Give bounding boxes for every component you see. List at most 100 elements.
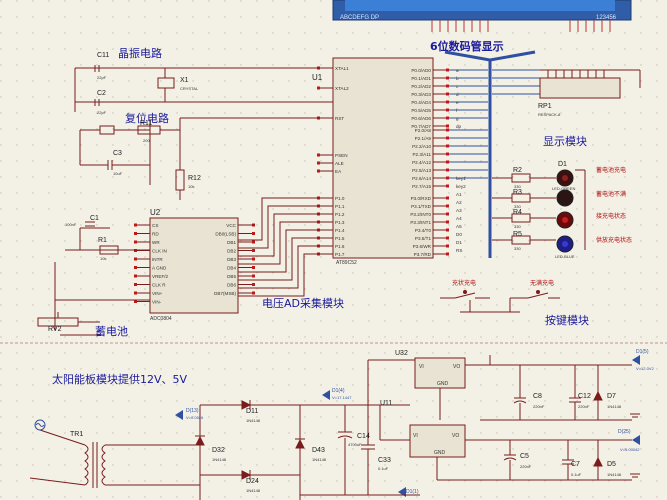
led-d4[interactable]	[556, 235, 574, 253]
pin-label: P2.2/A10	[412, 144, 431, 149]
u1-label: U1	[312, 73, 323, 82]
probe3-label: D(13)	[186, 408, 199, 414]
key1-button[interactable]	[463, 290, 467, 294]
key2-button[interactable]	[536, 290, 540, 294]
key2-caption: 无满充电	[530, 279, 554, 287]
pin-label: P3.0/RXD	[411, 196, 432, 201]
solar-block-label: 太阳能板模块提供12V、5V	[52, 372, 188, 386]
led3-caption: 接充电状态	[596, 212, 626, 220]
pin-label: P1.2	[335, 212, 345, 217]
key1-caption: 充状充电	[452, 279, 476, 287]
voltage-probe-1[interactable]	[175, 410, 183, 420]
u32-label: U32	[395, 350, 408, 357]
pin-label: DB7(MSB)	[214, 291, 236, 296]
pin-label: XTAL1	[335, 66, 349, 71]
pin-label: ALE	[335, 161, 344, 166]
d7-value: 1N4148	[607, 404, 622, 409]
pin-label: DB3	[227, 257, 236, 262]
x1-label: X1	[180, 77, 189, 84]
rp1-value: RESPACK-8	[538, 112, 561, 117]
c7-label: C7	[571, 461, 580, 468]
r4-value: 330	[514, 224, 521, 229]
pin-label: DB4	[227, 265, 236, 270]
keys-block-label: 按键模块	[545, 313, 589, 327]
voltage-probe-4[interactable]	[632, 435, 640, 445]
regulator-u32[interactable]: U32 VI VO GND	[395, 350, 466, 389]
x1-value: CRYSTAL	[180, 86, 199, 91]
net-label: A1	[456, 192, 462, 197]
pin-label: WR	[152, 240, 160, 245]
net-label: a	[456, 68, 459, 73]
crystal-circuit	[74, 65, 333, 112]
probe1-value: V=12.0V2	[636, 366, 654, 371]
pin-label: DB1	[227, 240, 236, 245]
pin-marker	[446, 160, 449, 164]
pin-label: RD	[152, 231, 159, 236]
pin-label: CLK R	[152, 282, 166, 287]
ground-markers	[630, 413, 640, 478]
pin-label: A GND	[152, 265, 167, 270]
r4-label: R4	[513, 209, 522, 216]
pin-marker	[446, 212, 449, 216]
probe3-value: V=0.0526	[186, 415, 204, 420]
net-label: A2	[456, 200, 462, 205]
rp1-label: RP1	[538, 103, 552, 110]
pin-label: P2.1/A9	[415, 136, 432, 141]
pin-label: DB5	[227, 274, 236, 279]
net-label: b	[456, 76, 459, 81]
pin-marker	[252, 274, 255, 278]
net-label: A3	[456, 208, 462, 213]
d7-label: D7	[607, 393, 616, 400]
pin-label: P1.7	[335, 252, 345, 257]
d43-value: 1N4148	[312, 457, 327, 462]
rp1-respack[interactable]: RP1 RESPACK-8	[538, 69, 641, 117]
d32-value: 1N4148	[212, 457, 227, 462]
pin-marker	[446, 196, 449, 200]
voltage-probe-3[interactable]	[632, 355, 640, 365]
pin-marker	[446, 176, 449, 180]
key-switches	[440, 292, 560, 313]
crystal-block-label: 晶振电路	[118, 46, 162, 60]
r12-label: R12	[188, 175, 201, 182]
pin-label: P0.1/AD1	[411, 76, 431, 81]
net-label: c	[456, 84, 459, 89]
r11-value: 200	[143, 138, 150, 143]
pin-label: P3.4/T0	[415, 228, 432, 233]
net-label: g	[456, 116, 459, 121]
led-d3[interactable]	[556, 211, 574, 229]
u1-microcontroller[interactable]: U1 AT89C52 XTAL1XTAL2RSTPSENALEEAP1.0P1.…	[312, 57, 466, 266]
pin-label: P2.0/A8	[415, 128, 432, 133]
seven-segment-display[interactable]: ABCDEFG DP 123456	[332, 0, 632, 21]
adc-block-label: 电压AD采集模块	[262, 296, 344, 310]
net-label: A5	[456, 224, 462, 229]
c33-label: C33	[378, 457, 391, 464]
transformer-tr1[interactable]	[29, 429, 200, 488]
led-d1[interactable]	[556, 169, 574, 187]
d1-part: LED-GREEN	[552, 186, 575, 191]
tr1-label: TR1	[70, 431, 83, 438]
pin-marker	[252, 283, 255, 286]
pin-label: VIN-	[152, 299, 162, 304]
pin-label: P3.5/T1	[415, 236, 432, 241]
pin-marker	[252, 266, 255, 269]
pin-label: XTAL2	[335, 86, 349, 91]
pin-label: DB0(LSB)	[215, 231, 236, 236]
pin-label: P1.0	[335, 196, 345, 201]
rv2-label: RV2	[48, 326, 62, 333]
u2-part: ADC0804	[150, 316, 172, 322]
voltage-probe-2[interactable]	[322, 390, 330, 400]
pin-label: P3.1/TXD	[411, 204, 432, 209]
r3-value: 330	[514, 204, 521, 209]
pin-marker	[446, 84, 449, 88]
pin-label: DB6	[227, 282, 236, 287]
probe2-value: V=17.1447	[332, 395, 352, 400]
pin-marker	[446, 128, 449, 132]
led-d2[interactable]	[556, 189, 574, 207]
net-label: key2	[456, 184, 466, 189]
net-label: D1	[456, 240, 462, 245]
pin-label: P0.4/AD4	[411, 100, 431, 105]
pin-label: P0.6/AD6	[411, 116, 431, 121]
c1-value: 100nF	[65, 222, 77, 227]
